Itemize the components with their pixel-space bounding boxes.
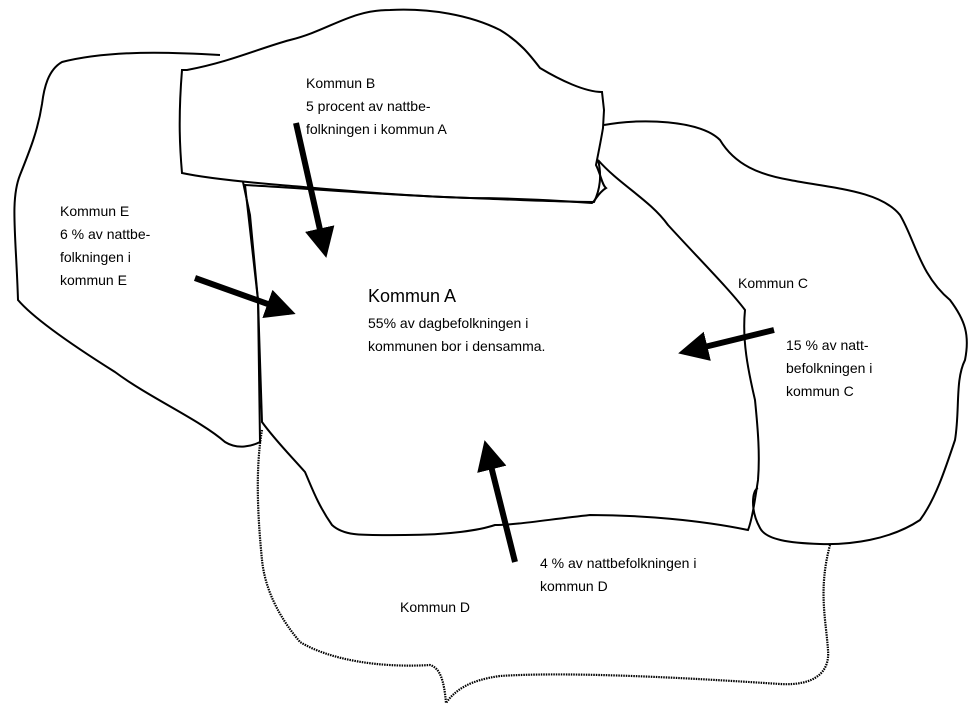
region-c-title-text: Kommun C: [738, 275, 809, 291]
region-d-note-line-2: kommun D: [540, 578, 608, 594]
region-a-line-2: 55% av dagbefolkningen i: [368, 315, 529, 331]
region-c-note-line-2: befolkningen i: [786, 360, 873, 376]
region-d-note-line-1: 4 % av nattbefolkningen i: [540, 555, 697, 571]
region-e-outline: [13, 51, 262, 448]
region-b-label: Kommun B 5 procent av nattbe- folkningen…: [306, 72, 447, 141]
region-e-line-2: 6 % av nattbe-: [60, 226, 151, 242]
region-a-title: Kommun A: [368, 286, 457, 306]
arrow-from-b: [293, 122, 335, 258]
region-c-outline: [603, 120, 968, 546]
region-d-note: 4 % av nattbefolkningen i kommun D: [540, 552, 696, 598]
region-e-line-3: folkningen i: [60, 249, 131, 265]
region-a-line-3: kommunen bor i densamma.: [368, 338, 546, 354]
arrow-from-d: [477, 440, 518, 563]
region-b-line-3: folkningen i kommun A: [306, 121, 447, 137]
region-b-line-2: 5 procent av nattbe-: [306, 98, 431, 114]
region-e-label: Kommun E 6 % av nattbe- folkningen i kom…: [60, 200, 150, 292]
arrow-from-c: [678, 327, 775, 361]
region-b-outline: [178, 8, 608, 205]
arrow-from-e: [193, 275, 296, 319]
region-e-line-1: Kommun E: [60, 203, 130, 219]
region-c-note: 15 % av natt- befolkningen i kommun C: [786, 334, 872, 403]
region-d-outline: [256, 429, 832, 707]
region-c-note-line-3: kommun C: [786, 383, 854, 399]
region-a-outline: [243, 159, 760, 537]
region-c-note-line-1: 15 % av natt-: [786, 337, 869, 353]
region-a-label: Kommun A 55% av dagbefolkningen i kommun…: [368, 284, 545, 358]
region-c-title: Kommun C: [738, 272, 808, 295]
region-d-title: Kommun D: [400, 596, 470, 619]
region-d-title-text: Kommun D: [400, 599, 471, 615]
region-b-line-1: Kommun B: [306, 75, 376, 91]
region-e-line-4: kommun E: [60, 272, 127, 288]
